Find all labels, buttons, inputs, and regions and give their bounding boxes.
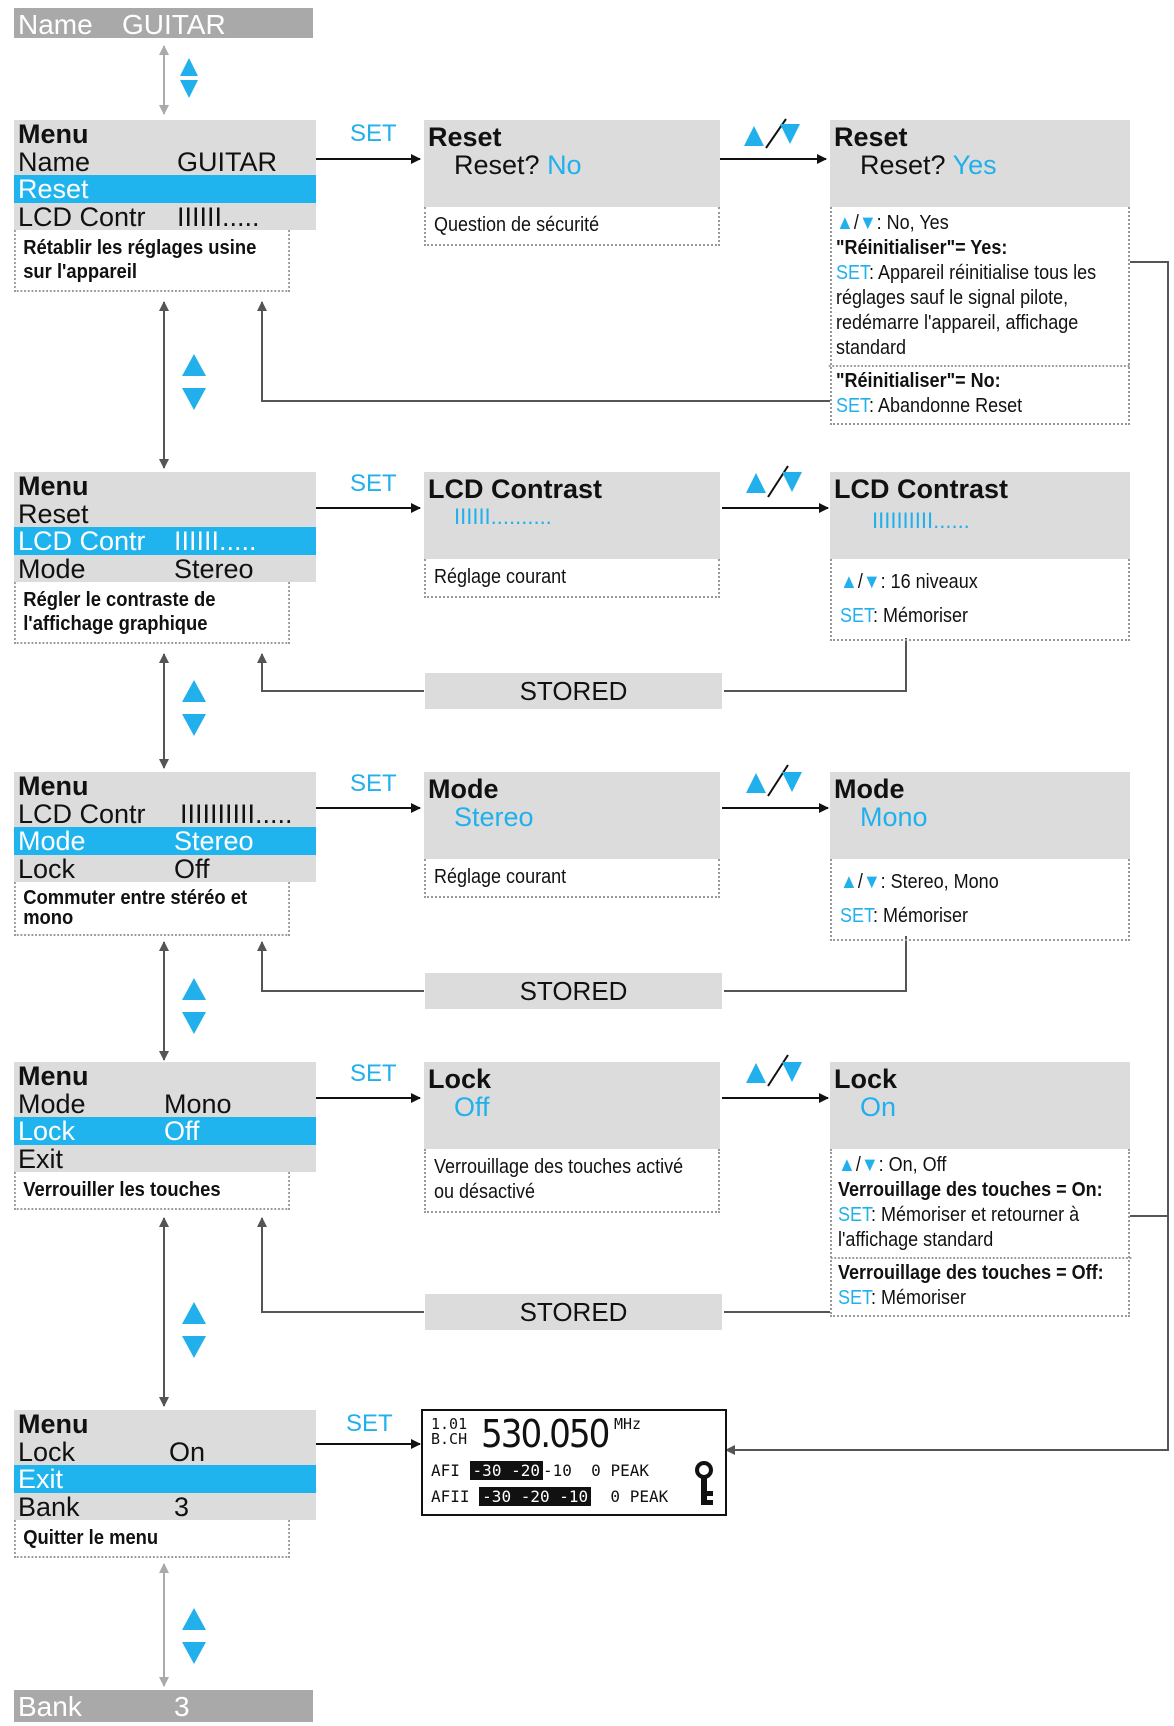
- stored-bar: STORED: [425, 673, 722, 709]
- set-label: SET: [346, 1410, 393, 1437]
- set-line: SET: Mémoriser: [840, 605, 969, 627]
- mid-box-lock: Lock Off Verrouillage des touches activé…: [424, 1062, 720, 1213]
- box-title: Mode: [834, 774, 905, 804]
- set-label: SET: [350, 120, 397, 147]
- lock-on-text: SET: Mémoriser et retourner à l'affichag…: [838, 1204, 1080, 1251]
- menu-title: Menu: [18, 471, 89, 501]
- box-value: IIIIII..........: [454, 504, 552, 529]
- keys-line: ▲/▼: Stereo, Mono: [840, 871, 999, 893]
- key-lock-icon: [695, 1461, 713, 1505]
- reset-no-text: SET: Abandonne Reset: [836, 395, 1023, 417]
- bottom-bar-label: Bank: [18, 1691, 82, 1722]
- box-title: Lock: [428, 1064, 492, 1094]
- box-value: Off: [454, 1092, 490, 1122]
- frequency-unit: MHz: [614, 1415, 642, 1433]
- box-value: On: [860, 1092, 897, 1122]
- set-label: SET: [350, 1060, 397, 1087]
- menu-row: Exit: [18, 1143, 64, 1174]
- reset-yes-text: SET: Appareil réinitialise tous les régl…: [836, 262, 1097, 359]
- lock-on-heading: Verrouillage des touches = On:: [838, 1179, 1103, 1201]
- menu-description: Rétablir les réglages usine sur l'appare…: [14, 230, 290, 292]
- box-note: Réglage courant: [434, 566, 567, 588]
- mid-box-mode: Mode Stereo Réglage courant: [424, 772, 720, 898]
- af-meter-1: AFI -30 -20-10 0 PEAK: [431, 1461, 649, 1480]
- right-box-lcd-contrast: LCD Contrast IIIIIIIIII...... ▲/▼: 16 ni…: [830, 472, 1130, 641]
- keys-line: ▲/▼: No, Yes: [836, 212, 949, 234]
- reset-no-heading: "Réinitialiser"= No:: [836, 370, 1001, 392]
- menu-row: Reset: [18, 498, 89, 529]
- box-title: LCD Contrast: [428, 474, 602, 504]
- set-label: SET: [350, 770, 397, 797]
- box-note: Verrouillage des touches activé ou désac…: [434, 1156, 684, 1203]
- keys-line: ▲/▼: On, Off: [838, 1154, 947, 1176]
- reset-yes-heading: "Réinitialiser"= Yes:: [836, 237, 1008, 259]
- right-box-reset: Reset Reset? Yes ▲/▼: No, Yes "Réinitial…: [828, 120, 1130, 425]
- box-note: Réglage courant: [434, 866, 567, 888]
- right-box-mode: Mode Mono ▲/▼: Stereo, Mono SET: Mémoris…: [830, 772, 1130, 941]
- menu-title: Menu: [18, 771, 89, 801]
- menu-description: Verrouiller les touches: [14, 1172, 290, 1210]
- menu-description: Quitter le menu: [14, 1520, 290, 1558]
- box-title: Mode: [428, 774, 499, 804]
- top-name-bar: Name GUITAR: [14, 8, 313, 40]
- set-line: SET: Mémoriser: [840, 905, 969, 927]
- keys-line: ▲/▼: 16 niveaux: [840, 571, 978, 593]
- menu-row-selected: Reset: [14, 175, 316, 203]
- bottom-bank-bar: Bank 3: [14, 1690, 313, 1722]
- menu-description: Régler le contraste de l'affichage graph…: [14, 582, 290, 644]
- box-value: Mono: [860, 802, 928, 832]
- box-title: Reset: [834, 122, 908, 152]
- stored-bar: STORED: [425, 973, 722, 1009]
- box-value: Reset? Yes: [860, 150, 997, 180]
- menu-description: Commuter entre stéréo et mono: [14, 882, 290, 936]
- box-title: LCD Contrast: [834, 474, 1008, 504]
- box-title: Lock: [834, 1064, 898, 1094]
- frequency-readout: 530.050: [481, 1412, 610, 1456]
- lock-off-heading: Verrouillage des touches = Off:: [838, 1262, 1104, 1284]
- menu-row-selected: Exit: [14, 1465, 316, 1493]
- right-box-lock: Lock On ▲/▼: On, Off Verrouillage des to…: [830, 1062, 1132, 1317]
- menu-title: Menu: [18, 1061, 89, 1091]
- right-box-details: ▲/▼: No, Yes "Réinitialiser"= Yes: SET: …: [828, 211, 1130, 419]
- box-value: Reset? No: [454, 150, 582, 180]
- menu-title: Menu: [18, 119, 89, 149]
- stored-bar: STORED: [425, 1294, 722, 1330]
- box-note: Question de sécurité: [434, 214, 600, 236]
- box-title: Reset: [428, 122, 502, 152]
- bottom-bar-value: 3: [174, 1691, 190, 1722]
- af-meter-2: AFII -30 -20 -10 0 PEAK: [431, 1487, 669, 1506]
- top-bar-label: Name: [18, 9, 93, 40]
- mid-box-reset: Reset Reset? No Question de sécurité: [424, 120, 720, 246]
- menu-title: Menu: [18, 1409, 89, 1439]
- top-bar-value: GUITAR: [122, 9, 226, 40]
- box-value: Stereo: [454, 802, 534, 832]
- set-label: SET: [350, 470, 397, 497]
- box-value: IIIIIIIIII......: [872, 508, 970, 533]
- mid-box-lcd-contrast: LCD Contrast IIIIII.......... Réglage co…: [424, 472, 720, 598]
- right-box-details: ▲/▼: On, Off Verrouillage des touches = …: [830, 1153, 1132, 1311]
- lock-off-text: SET: Mémoriser: [838, 1287, 967, 1309]
